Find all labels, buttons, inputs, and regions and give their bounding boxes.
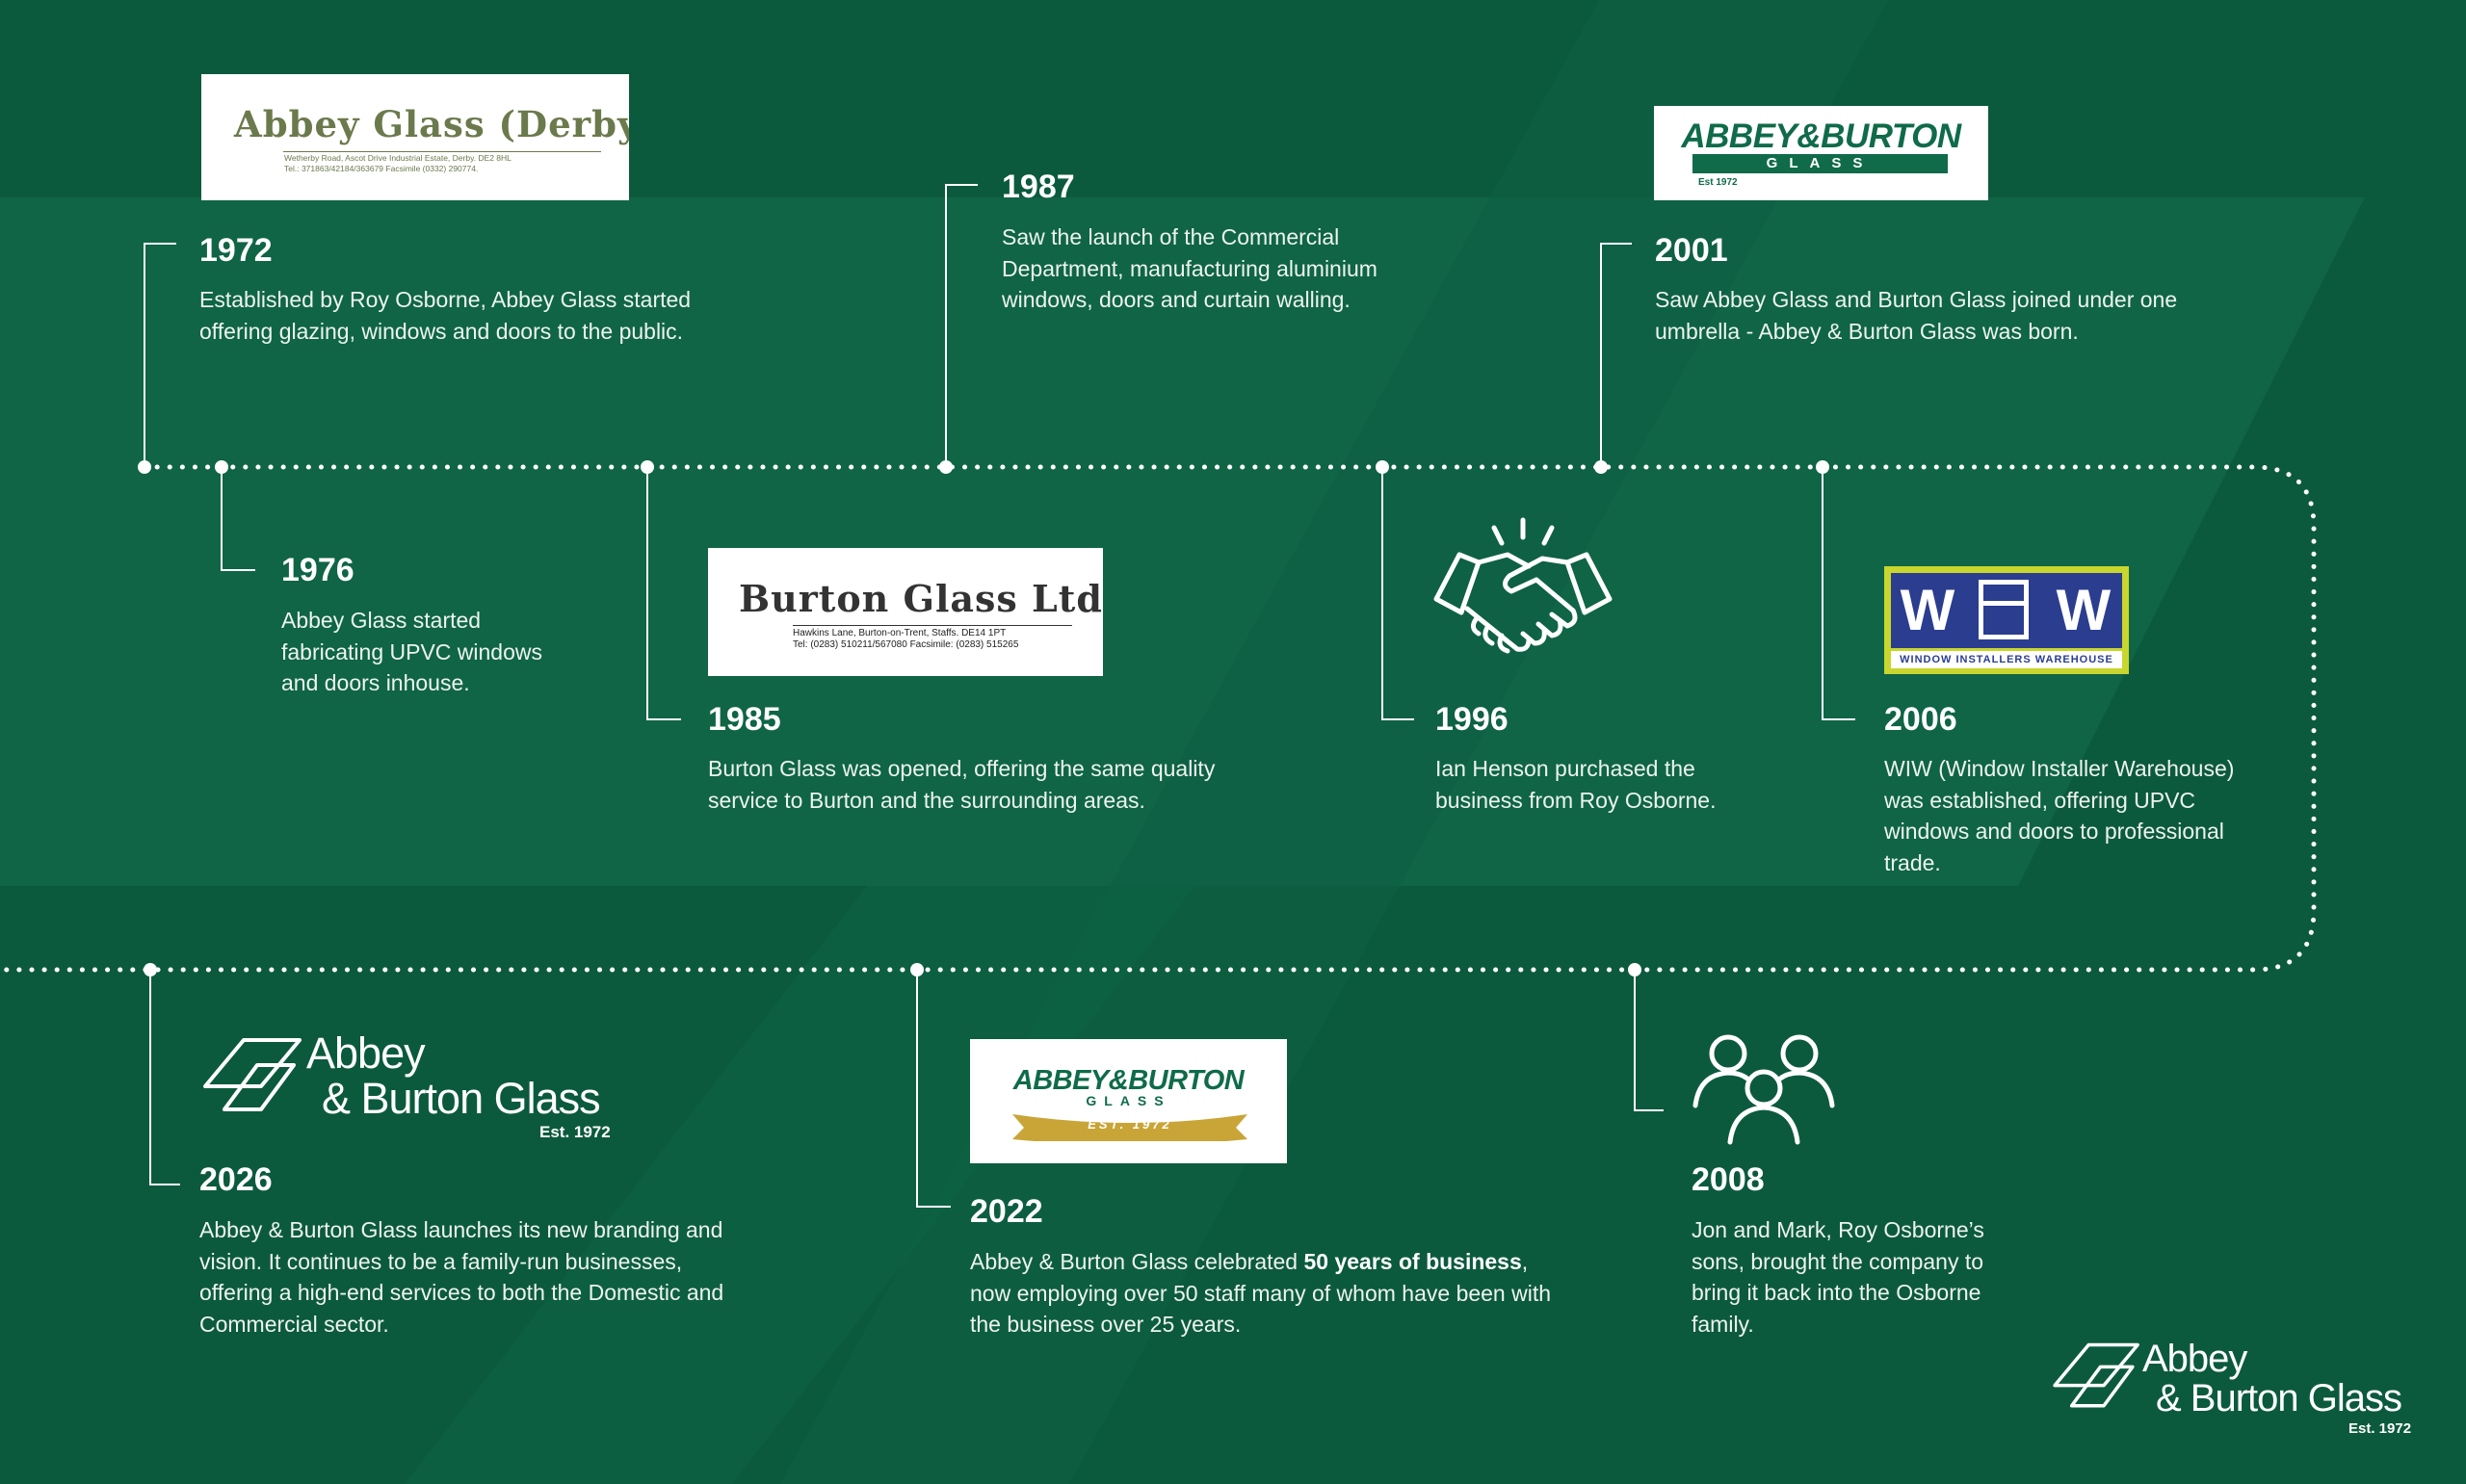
new-brand-logo-est: Est. 1972 [539,1123,611,1141]
event-1985-year: 1985 [708,701,781,738]
event-2006-year: 2006 [1884,701,1957,738]
abbey-glass-derby-logo-phone: Tel.: 371863/42184/363679 Facsimile (033… [284,164,479,173]
event-1976-description: Abbey Glass started fabricating UPVC win… [281,608,543,696]
abbey-glass-derby-logo-name: Abbey Glass (Derby) Ltd. [234,103,629,145]
new-brand-logo-line1: Abbey [306,1028,426,1078]
handshake-icon [1433,517,1613,654]
abbey-burton-2022-logo-line1: ABBEY&BURTON [1012,1065,1245,1096]
burton-glass-logo-phone: Tel: (0283) 510211/567080 Facsimile: (02… [793,639,1019,650]
event-2008-year: 2008 [1692,1161,1765,1198]
abbey-burton-2022-logo-ribbon-text: EST. 1972 [1088,1117,1172,1132]
timeline-dot-2006 [1816,460,1829,474]
timeline-dot-2001 [1594,460,1608,474]
connector-2008 [1634,970,1664,1111]
wiw-logo-letter-left: W [1900,578,1955,642]
event-1996-year: 1996 [1435,701,1508,738]
connector-1972 [144,243,176,467]
wiw-logo: W W WINDOW INSTALLERS WAREHOUSE [1884,566,2129,674]
event-2022-description-highlight: 50 years of business [1303,1249,1522,1274]
timeline-dot-1987 [939,460,953,474]
connector-2026 [149,970,180,1185]
event-1996-description: Ian Henson purchased the business from R… [1435,756,1717,813]
abbey-glass-derby-logo: Abbey Glass (Derby) Ltd. Wetherby Road, … [201,74,629,200]
event-2026-description: Abbey & Burton Glass launches its new br… [199,1217,724,1337]
burton-glass-logo-name: Burton Glass Ltd. [739,577,1103,620]
corner-brand-line1: Abbey [2142,1338,2247,1380]
event-2022-description-lead: Abbey & Burton Glass celebrated [970,1249,1304,1274]
event-1976-year: 1976 [281,552,354,588]
timeline-dotted-path [0,464,2317,973]
corner-brand-est: Est. 1972 [2348,1420,2412,1437]
timeline-dot-1985 [641,460,654,474]
timeline-dot-2026 [144,963,157,976]
event-2022-description-tail: , now employing over 50 staff many of wh… [970,1249,1552,1338]
abbey-burton-2001-logo-line2: GLASS [1692,154,1948,173]
family-group-icon [1692,1034,1835,1145]
abbey-glass-derby-logo-address: Wetherby Road, Ascot Drive Industrial Es… [284,153,512,163]
timeline-dot-2022 [910,963,924,976]
event-2022-description: Abbey & Burton Glass celebrated 50 years… [970,1246,1567,1341]
abbey-glass-derby-logo-rule [283,151,601,152]
wiw-logo-caption: WINDOW INSTALLERS WAREHOUSE [1891,651,2122,668]
connector-1987 [945,184,978,467]
background-diagonal-stripe [405,886,1194,1484]
timeline-dot-1972 [138,460,151,474]
corner-brand-mark-icon [2053,1342,2139,1408]
burton-glass-logo: Burton Glass Ltd. Hawkins Lane, Burton-o… [708,548,1103,676]
abbey-burton-2001-logo-line1: ABBEY&BURTON [1681,117,1961,155]
connector-2022 [916,970,951,1208]
abbey-burton-2001-logo: ABBEY&BURTON GLASS Est 1972 [1654,106,1988,200]
connector-1996 [1381,467,1414,720]
connector-2006 [1822,467,1855,720]
event-2026-year: 2026 [199,1161,273,1198]
wiw-logo-window-icon [1979,580,2029,639]
new-brand-logo-line2: & Burton Glass [322,1074,601,1123]
abbey-burton-2022-logo-ribbon [1012,1114,1247,1141]
event-1972-year: 1972 [199,232,273,269]
event-2006-description: WIW (Window Installer Warehouse) was est… [1884,756,2235,875]
abbey-burton-2022-logo: ABBEY&BURTON GLASS EST. 1972 [970,1039,1287,1163]
background-stripe-band [0,197,2365,886]
burton-glass-logo-rule [793,625,1072,626]
abbey-burton-2022-logo-line2: GLASS [1086,1093,1171,1108]
timeline-dot-1976 [215,460,228,474]
event-1985-description: Burton Glass was opened, offering the sa… [708,756,1216,813]
event-1987-description: Saw the launch of the Commercial Departm… [1002,224,1377,313]
wiw-logo-window-bar [1983,601,2024,606]
event-2001-year: 2001 [1655,232,1728,269]
timeline-dot-2008 [1628,963,1641,976]
event-1987-year: 1987 [1002,169,1075,205]
corner-brand-line2: & Burton Glass [2156,1377,2402,1419]
connector-1976 [221,467,255,571]
event-1972-description: Established by Roy Osborne, Abbey Glass … [199,287,692,344]
event-2001-description: Saw Abbey Glass and Burton Glass joined … [1655,287,2178,344]
connector-2001 [1600,243,1632,467]
timeline-dot-1996 [1376,460,1389,474]
event-2008-description: Jon and Mark, Roy Osborne’s sons, brough… [1692,1217,1984,1337]
connector-1985 [646,467,681,720]
event-2022-year: 2022 [970,1193,1043,1230]
wiw-logo-letter-right: W [2056,578,2112,642]
burton-glass-logo-address: Hawkins Lane, Burton-on-Trent, Staffs. D… [793,628,1007,638]
abbey-burton-2001-logo-est: Est 1972 [1698,177,1738,188]
abbey-burton-mark-icon [203,1038,302,1111]
